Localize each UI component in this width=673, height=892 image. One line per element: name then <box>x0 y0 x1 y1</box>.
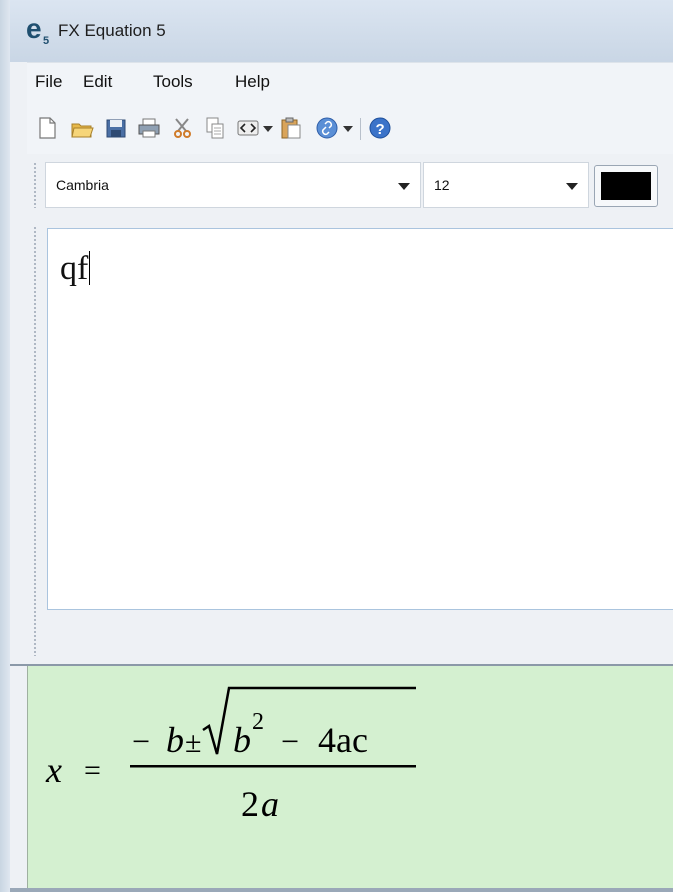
svg-text:?: ? <box>376 121 385 138</box>
new-file-icon[interactable] <box>35 115 59 141</box>
menu-bar: File Edit Tools Help <box>27 62 673 103</box>
radical-sign <box>202 686 416 755</box>
menu-file[interactable]: File <box>35 72 63 91</box>
format-bar-grip[interactable] <box>33 162 37 208</box>
font-size-value: 12 <box>434 177 450 193</box>
font-family-select[interactable]: Cambria <box>45 162 421 208</box>
formula-4ac: 4ac <box>318 720 368 760</box>
toolbar: ? <box>27 102 673 154</box>
editor-grip <box>33 226 37 656</box>
formula-b-squared: b <box>233 720 251 760</box>
copy-icon[interactable] <box>203 115 227 141</box>
title-bar: e 5 FX Equation 5 <box>10 0 673 62</box>
pane-splitter[interactable] <box>10 664 673 666</box>
editor-text: qf <box>60 250 89 287</box>
rendered-formula: x = − b ± b 2 − 4ac 2 a <box>45 686 416 824</box>
save-icon[interactable] <box>104 115 128 141</box>
formula-two: 2 <box>241 784 259 824</box>
font-size-select[interactable]: 12 <box>423 162 589 208</box>
fx-equation-app-icon: e 5 <box>26 13 52 47</box>
svg-text:5: 5 <box>43 35 49 46</box>
code-icon[interactable] <box>236 115 260 141</box>
link-icon[interactable] <box>315 115 339 141</box>
text-caret <box>89 251 91 285</box>
equation-editor[interactable]: qf <box>47 228 673 610</box>
open-folder-icon[interactable] <box>70 115 94 141</box>
fraction-bar <box>130 765 416 768</box>
equation-preview: x = − b ± b 2 − 4ac 2 a <box>27 666 673 888</box>
toolbar-separator <box>360 118 361 140</box>
menu-tools[interactable]: Tools <box>153 72 193 91</box>
formula-minus: − <box>132 723 150 759</box>
formula-b: b <box>166 720 184 760</box>
formula-a: a <box>261 784 279 824</box>
chevron-down-icon <box>566 183 578 190</box>
chevron-down-icon <box>398 183 410 190</box>
menu-help[interactable]: Help <box>235 72 270 91</box>
code-dropdown-arrow[interactable] <box>263 126 273 132</box>
editor-text-line: qf <box>60 250 91 287</box>
help-icon[interactable]: ? <box>368 115 392 141</box>
svg-text:e: e <box>26 14 42 44</box>
text-color-button[interactable] <box>594 165 658 207</box>
print-icon[interactable] <box>137 115 161 141</box>
paste-icon[interactable] <box>279 115 303 141</box>
window-title: FX Equation 5 <box>58 21 166 40</box>
menu-edit[interactable]: Edit <box>83 72 113 91</box>
cut-icon[interactable] <box>170 115 194 141</box>
color-swatch <box>601 172 651 200</box>
window-frame-bottom <box>10 888 673 892</box>
font-family-value: Cambria <box>56 177 109 193</box>
window-frame-left <box>0 0 10 892</box>
formula-lhs: x <box>45 750 62 790</box>
formula-equals: = <box>84 754 101 787</box>
format-bar: Cambria 12 <box>27 154 673 218</box>
formula-minus-2: − <box>281 723 299 759</box>
formula-plusminus: ± <box>185 726 201 759</box>
formula-exponent: 2 <box>252 709 264 735</box>
editor-area: qf <box>27 218 673 664</box>
link-dropdown-arrow[interactable] <box>343 126 353 132</box>
